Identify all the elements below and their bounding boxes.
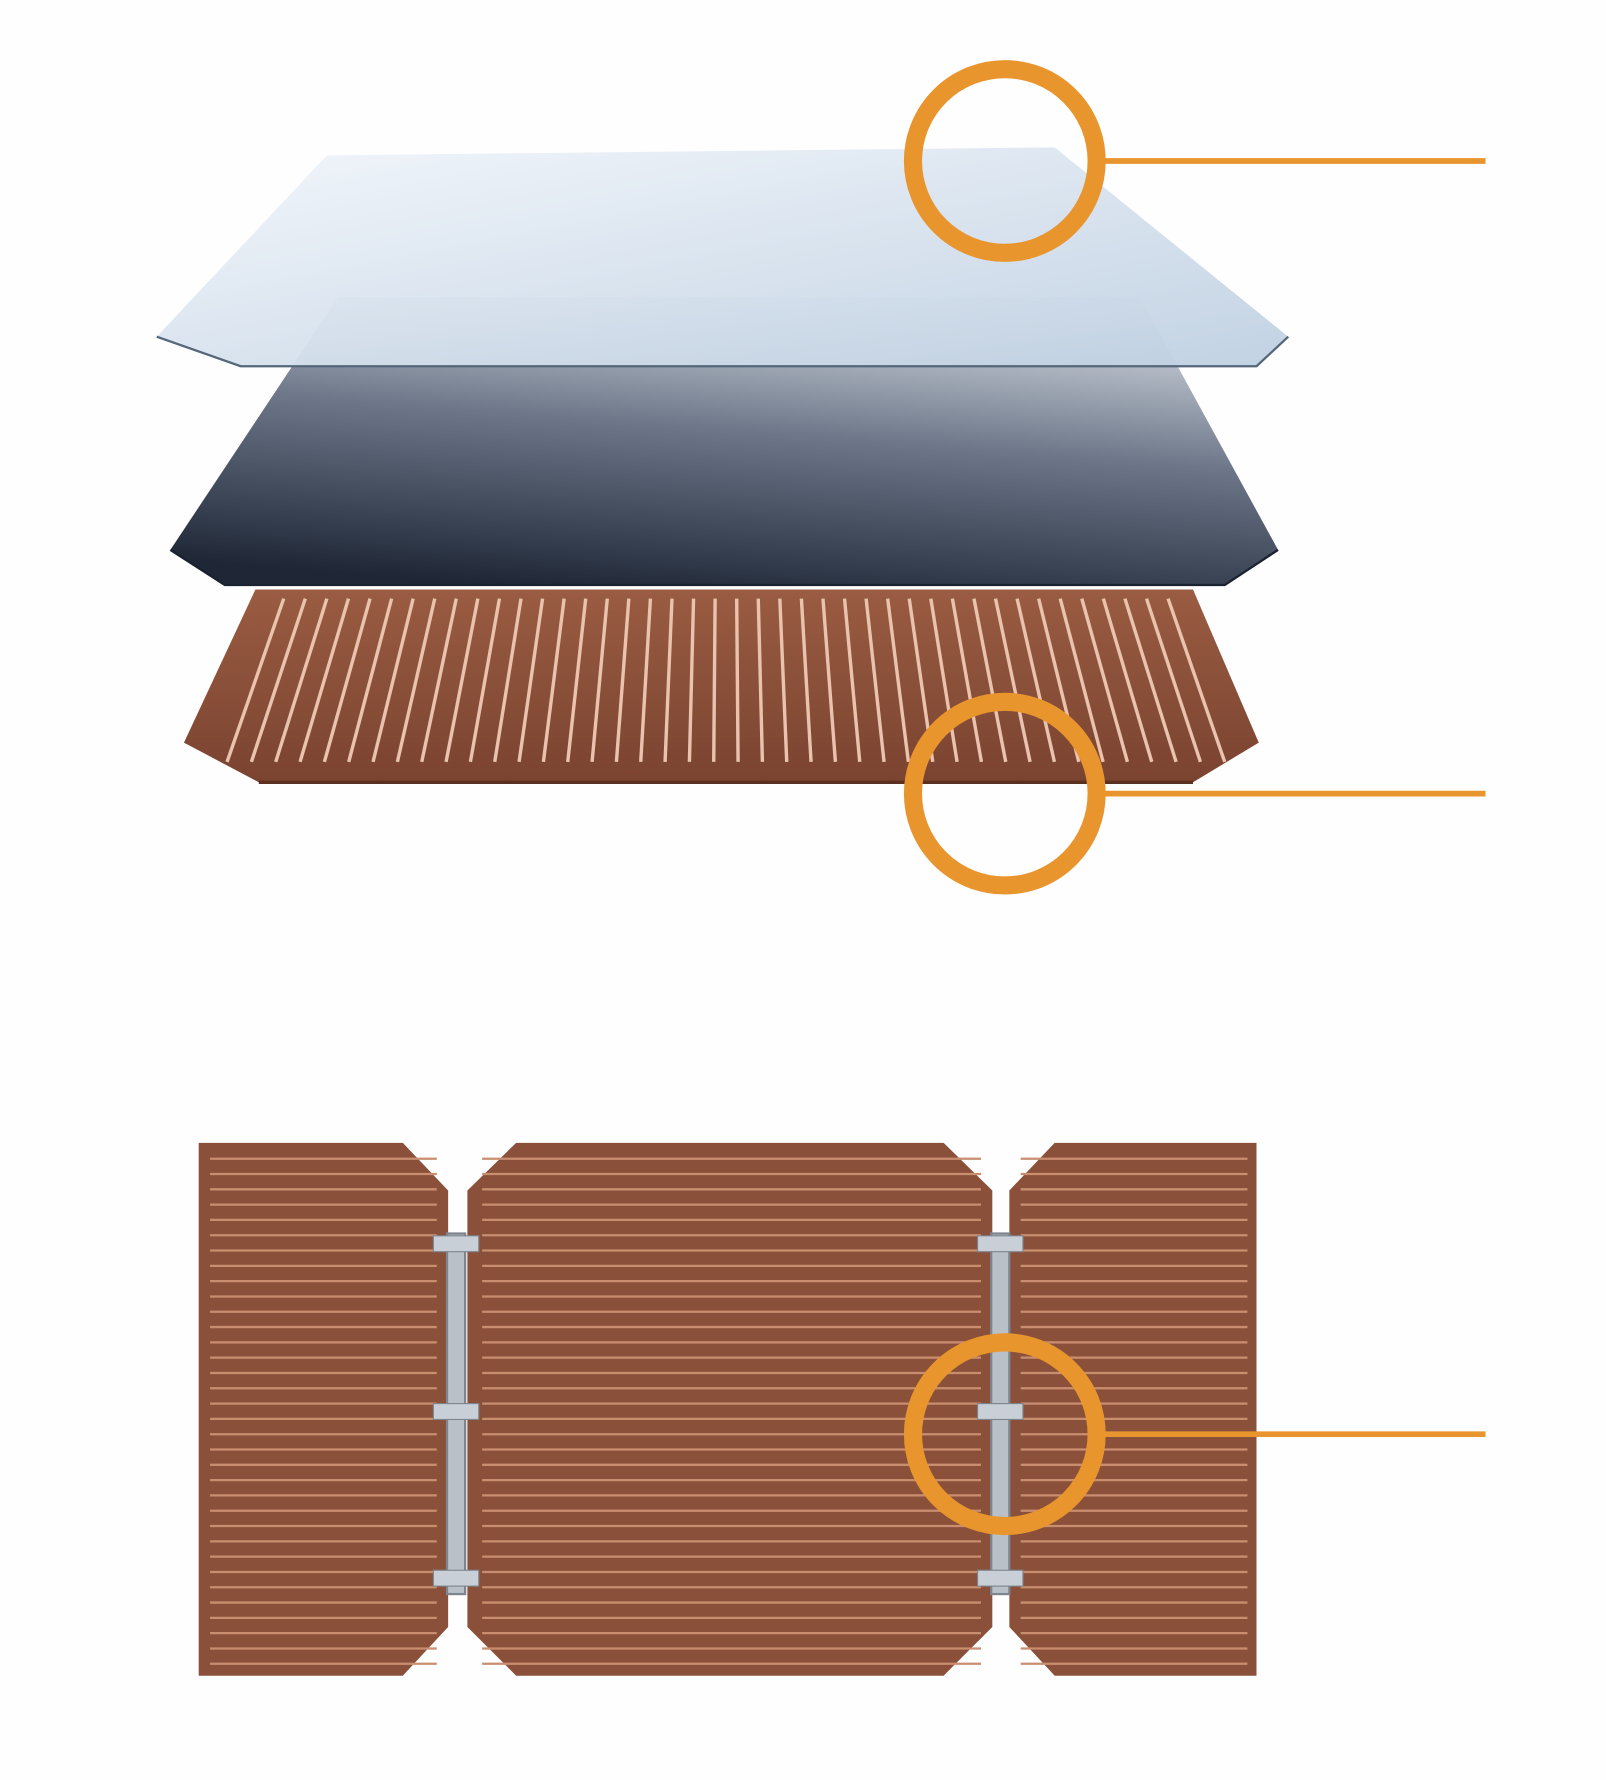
copper-stripe — [842, 598, 862, 763]
right-interconnect — [977, 1232, 1024, 1596]
copper-stripe — [1166, 598, 1227, 763]
copper-stripe — [864, 598, 886, 763]
copper-stripe — [420, 598, 458, 763]
copper-stripe — [885, 598, 911, 763]
copper-stripe — [614, 598, 631, 763]
absorber-layer — [169, 297, 1279, 587]
copper-stripe — [712, 598, 717, 762]
copper-stripe — [1080, 598, 1130, 763]
left-interconnect — [432, 1232, 480, 1596]
copper-stripe — [734, 598, 740, 762]
copper-stripe — [322, 598, 372, 763]
copper-stripe — [541, 598, 566, 763]
copper-stripe — [1101, 598, 1154, 763]
right-cell — [1009, 1142, 1257, 1676]
copper-stripe — [778, 598, 789, 762]
copper-stripe — [993, 598, 1032, 763]
callout-glass — [903, 60, 1486, 262]
copper-stripe — [687, 598, 696, 762]
copper-stripe — [371, 598, 415, 763]
copper-stripe — [347, 598, 394, 763]
copper-stripe — [1015, 598, 1057, 763]
copper-cell-layer — [183, 589, 1259, 784]
copper-stripe — [493, 598, 523, 763]
copper-stripe — [249, 598, 307, 763]
copper-stripe — [950, 598, 984, 763]
copper-stripe — [566, 598, 588, 763]
callout-copper-layer — [903, 692, 1486, 895]
copper-stripe — [274, 598, 329, 763]
left-cell — [198, 1142, 449, 1676]
copper-stripe — [1123, 598, 1178, 763]
copper-stripe — [821, 598, 838, 763]
copper-stripe — [590, 598, 609, 763]
copper-stripe — [395, 598, 437, 763]
glass-layer — [156, 147, 1290, 368]
copper-stripe — [972, 598, 1008, 763]
copper-stripe — [663, 598, 674, 762]
connected-cells — [198, 1142, 1257, 1676]
callout-interconnect — [903, 1333, 1486, 1536]
copper-stripe — [444, 598, 480, 763]
copper-stripe — [517, 598, 545, 763]
copper-stripe — [756, 598, 765, 762]
copper-stripe — [1144, 598, 1203, 763]
copper-stripe — [639, 598, 653, 762]
copper-contact-stripes — [225, 598, 1227, 763]
copper-stripe — [468, 598, 502, 763]
copper-stripe — [298, 598, 351, 763]
copper-stripe — [1058, 598, 1105, 763]
copper-stripe — [929, 598, 959, 763]
copper-stripe — [799, 598, 813, 762]
copper-stripe — [225, 598, 286, 763]
cell-contact-stripes — [210, 1157, 1248, 1665]
